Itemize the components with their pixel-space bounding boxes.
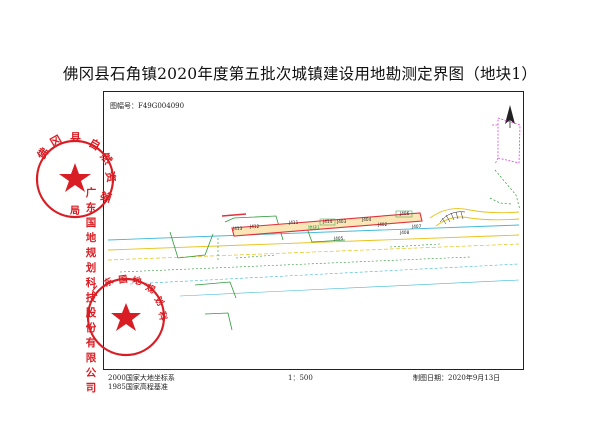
yellow-road-line: [107, 234, 520, 251]
coord-system: 2000国家大地坐标系: [108, 374, 175, 382]
footer-left: 2000国家大地坐标系 1985国家高程基准: [108, 374, 175, 392]
cyan-dash-line: [129, 263, 520, 285]
svg-text:冈: 冈: [48, 133, 64, 150]
building-outline: [492, 117, 521, 165]
svg-text:划: 划: [152, 294, 167, 308]
green-dashed-fields: [217, 238, 441, 260]
vertex-markers: [319, 210, 413, 226]
elevation-datum: 1985国家高程基准: [108, 383, 168, 391]
svg-text:科: 科: [156, 310, 169, 321]
point-label: J402: [377, 222, 388, 227]
cyan-road-line: [107, 224, 520, 241]
svg-text:佛: 佛: [33, 145, 51, 163]
svg-text:然: 然: [98, 150, 116, 167]
svg-text:源: 源: [97, 189, 114, 204]
point-label: J404: [361, 217, 372, 222]
north-arrow-icon: [505, 105, 515, 128]
svg-text:广: 广: [89, 283, 104, 298]
drawing-date: 制图日期：2020年9月13日: [413, 374, 501, 382]
point-label: J408: [399, 230, 410, 235]
svg-text:县: 县: [70, 131, 81, 144]
map-scale: 1：500: [288, 374, 313, 382]
sheet-number: 图幅号：F49G004090: [110, 102, 185, 110]
seal-left: 佛 冈 县 自 然 资 源 局: [33, 131, 119, 219]
point-label: J405: [333, 236, 344, 241]
map-frame: [103, 91, 524, 370]
curved-road: [429, 208, 520, 227]
cyan-lower-line: [179, 279, 520, 297]
green-dash-line: [119, 256, 471, 273]
point-label: J413: [232, 226, 243, 231]
map-title: 佛冈县石角镇2020年度第五批次城镇建设用地勘测定界图（地块1）: [62, 65, 538, 83]
yellow-dash-line: [107, 243, 520, 261]
point-label: J403: [336, 219, 347, 224]
svg-text:地: 地: [131, 274, 142, 287]
point-label: J411: [288, 220, 299, 225]
stairs-hatch: [439, 211, 466, 225]
point-label: J407: [411, 224, 422, 229]
green-boundary-top: [489, 169, 521, 211]
svg-text:资: 资: [103, 170, 119, 183]
parcel-1-outline: [221, 212, 423, 237]
seal-company: 广 东 国 地 规 划 科: [86, 274, 169, 357]
parcel-label: 地块1: [308, 224, 320, 231]
svg-text:局: 局: [69, 205, 80, 217]
company-vertical-label: 广东国地规划科技股份有限公司: [85, 187, 97, 394]
point-label: J406: [399, 211, 410, 216]
svg-text:国: 国: [118, 274, 128, 286]
point-label: J414: [322, 219, 333, 224]
point-label: J412: [249, 224, 260, 229]
